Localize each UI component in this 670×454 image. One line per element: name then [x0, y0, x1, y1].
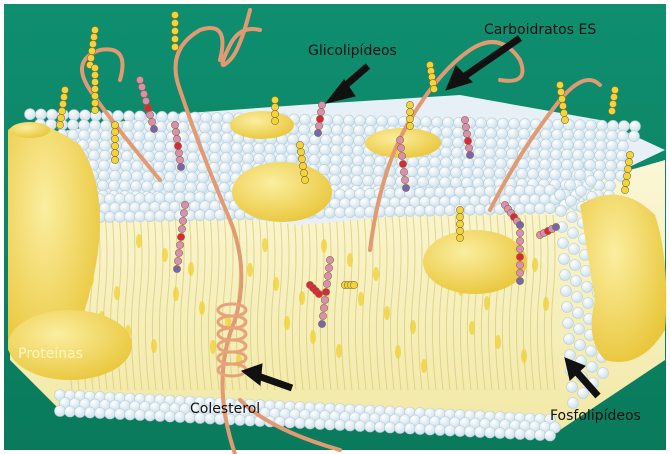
protein-right	[580, 195, 666, 362]
label-glicolipideos: Glicolipídeos	[308, 43, 397, 59]
label-carboidratos: Carboidratos ES	[484, 22, 596, 38]
protein-center-right	[423, 230, 527, 294]
label-colesterol: Colesterol	[190, 401, 260, 417]
protein-top-small	[230, 111, 294, 139]
protein-top-left-small	[10, 122, 50, 138]
protein-center-top	[232, 162, 332, 222]
label-fosfolipideos: Fosfolipídeos	[550, 408, 641, 424]
label-proteinas: Proteínas	[18, 346, 83, 362]
protein-left-bottom	[8, 310, 132, 380]
